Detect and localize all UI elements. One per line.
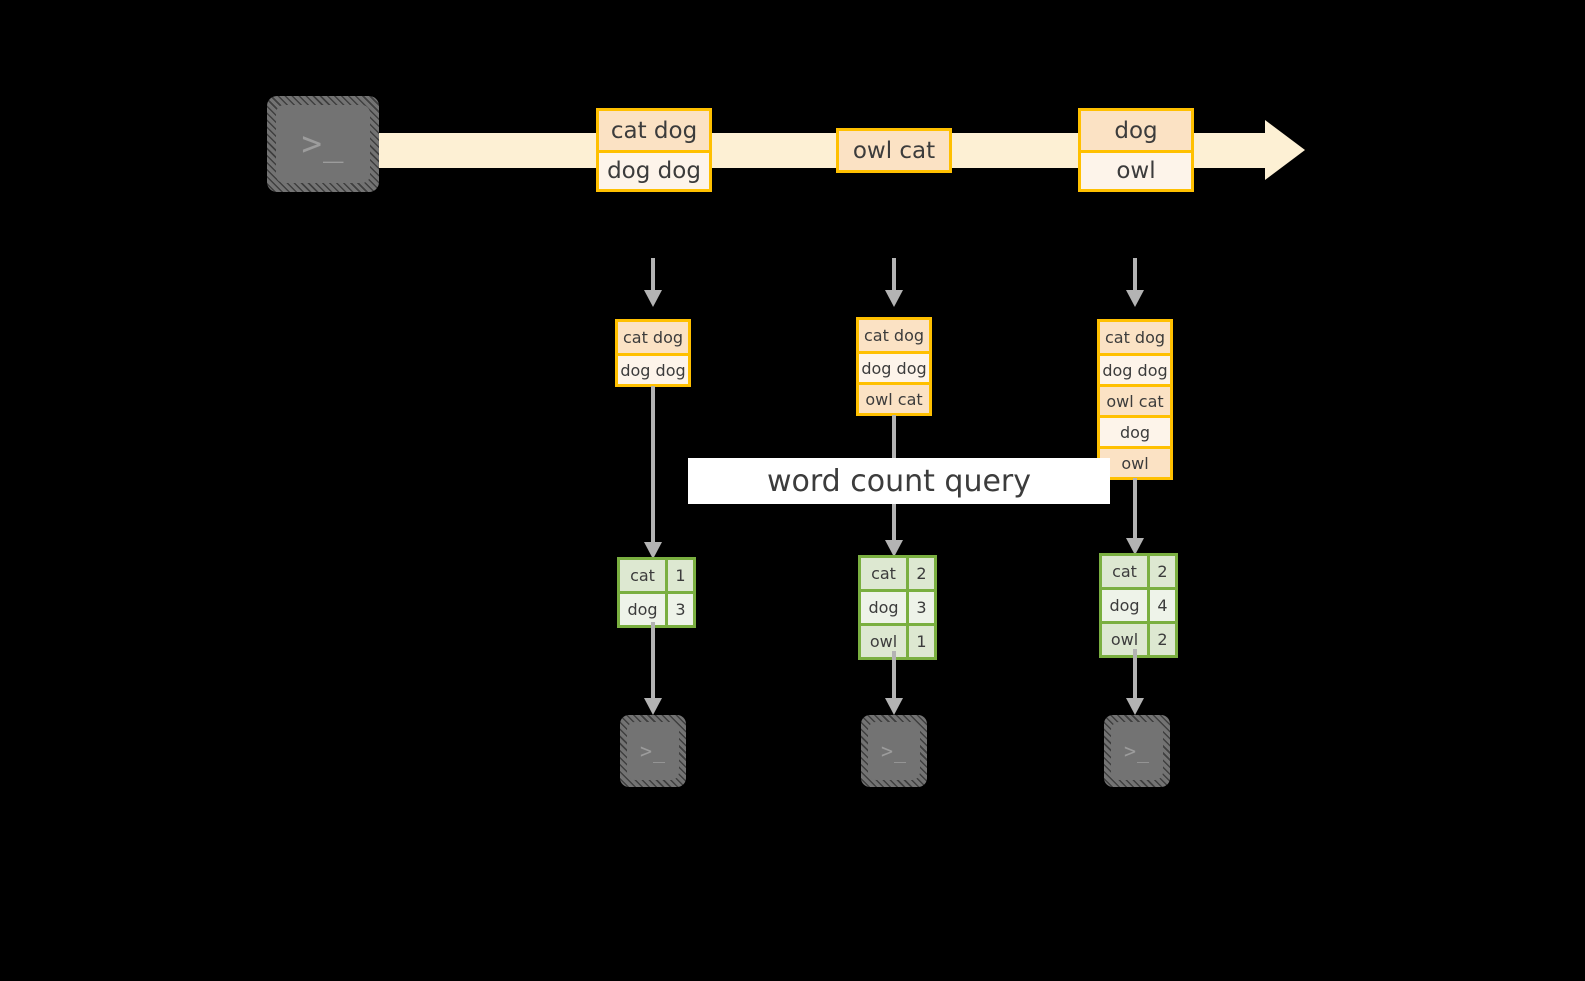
result-word: dog: [620, 594, 665, 625]
result-word: owl: [1102, 624, 1147, 655]
stream-batch-3-line-1: dog: [1081, 111, 1191, 150]
trigger-3-input-row: owl cat: [1100, 384, 1170, 415]
terminal-prompt-glyph: >_: [301, 124, 345, 164]
stream-batch-2-line-1: owl cat: [839, 131, 949, 170]
result-count: 1: [906, 626, 934, 657]
result-count: 4: [1147, 590, 1175, 621]
trigger-2-result-table[interactable]: cat 2 dog 3 owl 1: [858, 555, 937, 660]
trigger-2-sink-connector: [892, 651, 896, 700]
trigger-3-input-row: cat dog: [1100, 322, 1170, 353]
result-count: 2: [1147, 624, 1175, 655]
terminal-prompt-glyph: >_: [1123, 739, 1151, 763]
trigger-3-input-row: dog: [1100, 415, 1170, 446]
stream-batch-3[interactable]: dog owl: [1078, 108, 1194, 192]
trigger-1-result-table[interactable]: cat 1 dog 3: [617, 557, 696, 628]
table-row: cat 2: [1102, 556, 1175, 587]
trigger-1-input-row: dog dog: [618, 353, 688, 384]
result-word: cat: [861, 558, 906, 589]
trigger-1-sink-arrowhead: [644, 698, 662, 715]
stream-batch-1-line-2: dog dog: [599, 150, 709, 189]
trigger-1-dashed-connector: [651, 258, 655, 292]
trigger-1-sink-terminal-icon[interactable]: >_: [620, 715, 686, 787]
stream-batch-3-line-2: owl: [1081, 150, 1191, 189]
trigger-2-dashed-connector: [892, 258, 896, 292]
result-count: 2: [1147, 556, 1175, 587]
trigger-1-sink-connector: [651, 622, 655, 700]
terminal-screen: [868, 722, 920, 780]
result-count: 2: [906, 558, 934, 589]
trigger-3-query-connector: [1133, 478, 1137, 540]
terminal-prompt-glyph: >_: [639, 739, 667, 763]
query-caption: word count query: [688, 458, 1110, 504]
result-word: cat: [1102, 556, 1147, 587]
source-terminal-icon[interactable]: >_: [267, 96, 379, 192]
trigger-2-input-table[interactable]: cat dog dog dog owl cat: [856, 317, 932, 416]
result-count: 1: [665, 560, 693, 591]
table-row: dog 3: [620, 591, 693, 625]
table-row: dog 3: [861, 589, 934, 623]
trigger-3-sink-connector: [1133, 649, 1137, 700]
trigger-2-input-row: cat dog: [859, 320, 929, 351]
trigger-2-input-row: owl cat: [859, 382, 929, 413]
result-count: 3: [665, 594, 693, 625]
trigger-2-sink-arrowhead: [885, 698, 903, 715]
terminal-screen: [627, 722, 679, 780]
result-word: cat: [620, 560, 665, 591]
table-row: owl 1: [861, 623, 934, 657]
result-word: owl: [861, 626, 906, 657]
trigger-2-query-arrowhead: [885, 540, 903, 557]
trigger-1-query-connector: [651, 386, 655, 544]
terminal-prompt-glyph: >_: [880, 739, 908, 763]
trigger-3-dashed-arrowhead: [1126, 290, 1144, 307]
trigger-3-input-row: owl: [1100, 446, 1170, 477]
trigger-1-query-arrowhead: [644, 542, 662, 559]
table-row: dog 4: [1102, 587, 1175, 621]
terminal-screen: [1111, 722, 1163, 780]
result-count: 3: [906, 592, 934, 623]
stream-batch-2[interactable]: owl cat: [836, 128, 952, 173]
trigger-1-input-row: cat dog: [618, 322, 688, 353]
trigger-1-dashed-arrowhead: [644, 290, 662, 307]
trigger-3-query-arrowhead: [1126, 538, 1144, 555]
terminal-screen: [276, 105, 370, 183]
table-row: cat 2: [861, 558, 934, 589]
trigger-2-sink-terminal-icon[interactable]: >_: [861, 715, 927, 787]
result-word: dog: [1102, 590, 1147, 621]
input-stream-arrowhead: [1265, 120, 1305, 180]
trigger-3-input-row: dog dog: [1100, 353, 1170, 384]
trigger-3-result-table[interactable]: cat 2 dog 4 owl 2: [1099, 553, 1178, 658]
trigger-2-dashed-arrowhead: [885, 290, 903, 307]
stream-batch-1-line-1: cat dog: [599, 111, 709, 150]
stream-batch-1[interactable]: cat dog dog dog: [596, 108, 712, 192]
result-word: dog: [861, 592, 906, 623]
table-row: owl 2: [1102, 621, 1175, 655]
trigger-3-dashed-connector: [1133, 258, 1137, 292]
trigger-3-sink-terminal-icon[interactable]: >_: [1104, 715, 1170, 787]
trigger-3-sink-arrowhead: [1126, 698, 1144, 715]
trigger-2-input-row: dog dog: [859, 351, 929, 382]
trigger-3-input-table[interactable]: cat dog dog dog owl cat dog owl: [1097, 319, 1173, 480]
trigger-1-input-table[interactable]: cat dog dog dog: [615, 319, 691, 387]
table-row: cat 1: [620, 560, 693, 591]
